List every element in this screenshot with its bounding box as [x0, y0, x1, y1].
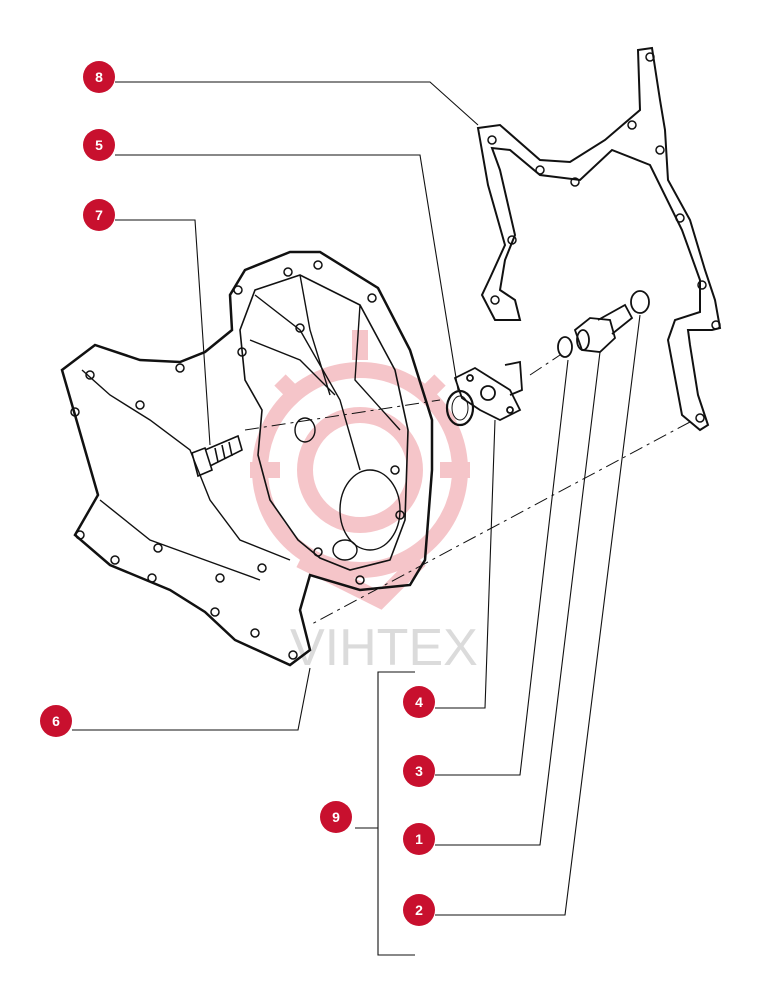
leader-2 — [435, 314, 641, 916]
o-ring-inner — [451, 395, 469, 421]
callout-3[interactable]: 3 — [403, 755, 435, 787]
rear-gasket — [476, 46, 722, 432]
leader-6 — [72, 667, 311, 731]
watermark-text: VIHTEX — [290, 619, 478, 677]
callout-7[interactable]: 7 — [83, 199, 115, 231]
flange-bolt — [191, 434, 243, 478]
callout-9[interactable]: 9 — [320, 801, 352, 833]
callout-4[interactable]: 4 — [403, 686, 435, 718]
callout-2[interactable]: 2 — [403, 894, 435, 926]
timing-gear-cover-inner — [239, 274, 409, 571]
sensor-axis — [244, 354, 561, 431]
kit-bracket — [355, 671, 415, 956]
leader-4 — [435, 419, 496, 709]
seal-ring — [630, 290, 650, 314]
callout-5[interactable]: 5 — [83, 129, 115, 161]
callout-8[interactable]: 8 — [83, 61, 115, 93]
leader-3 — [435, 359, 569, 776]
small-o-ring — [557, 336, 573, 358]
timing-gear-cover-bosses — [70, 260, 405, 660]
sensor-flange — [453, 360, 523, 422]
leader-5 — [115, 154, 459, 391]
sensor-body — [573, 303, 634, 353]
timing-gear-cover-ribs — [81, 274, 401, 581]
leader-lines — [72, 81, 641, 956]
watermark-logo — [250, 330, 470, 610]
leader-1 — [435, 351, 601, 846]
callout-1[interactable]: 1 — [403, 823, 435, 855]
rear-gasket-holes — [487, 52, 721, 423]
timing-gear-cover — [60, 250, 434, 667]
callout-6[interactable]: 6 — [40, 705, 72, 737]
leader-7 — [115, 219, 211, 446]
assembly-axis — [309, 421, 691, 626]
leader-8 — [115, 81, 479, 126]
